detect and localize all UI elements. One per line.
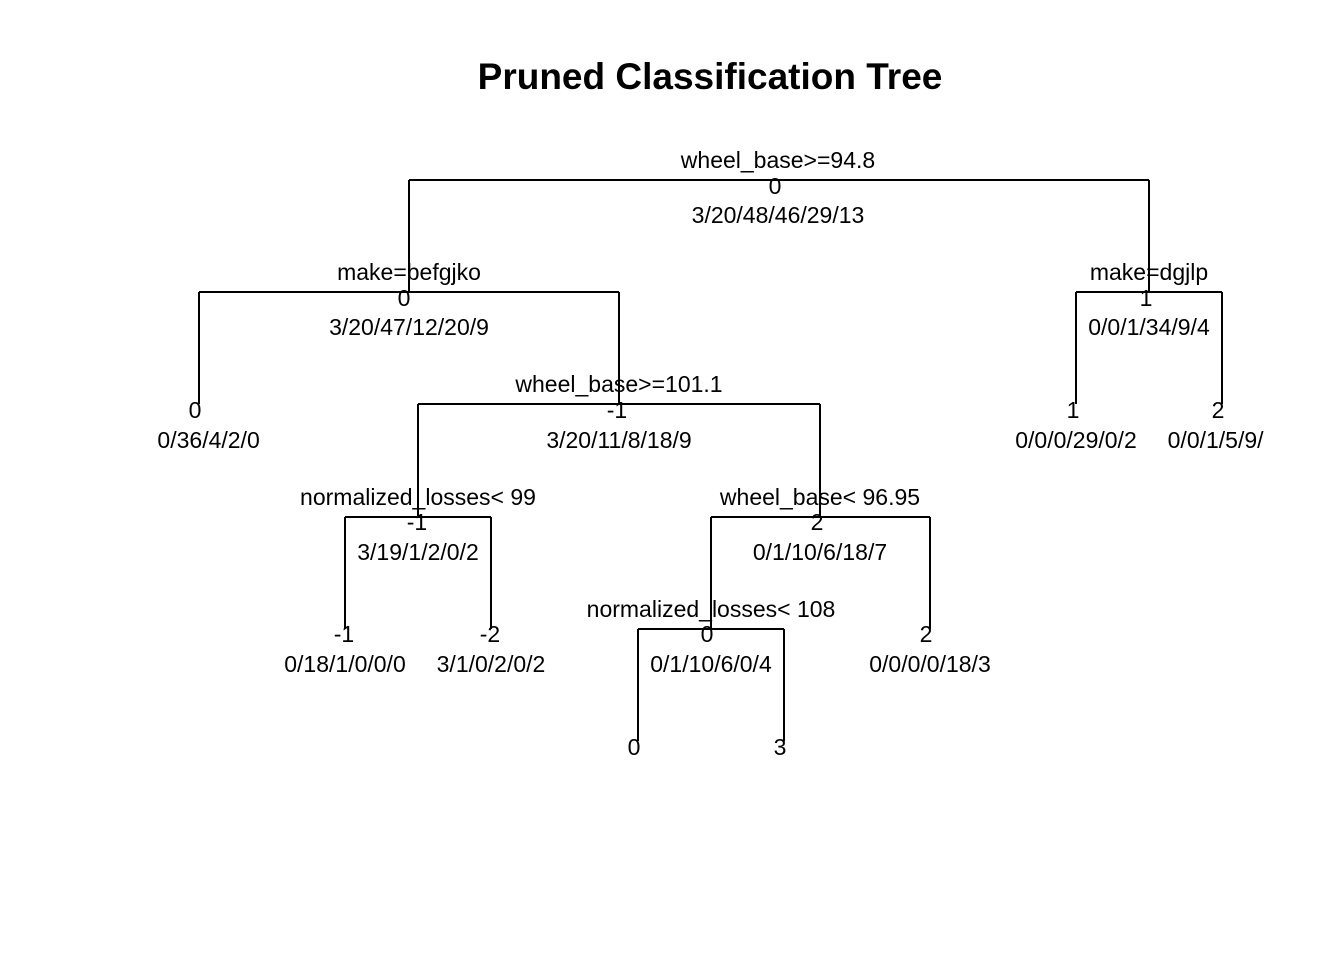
node-n5-class: -1 bbox=[607, 397, 627, 423]
node-n10-counts: 3/19/1/2/0/2 bbox=[357, 539, 479, 565]
node-n5-split: wheel_base>=101.1 bbox=[514, 371, 722, 397]
node-n4-counts: 0/0/36/4/2/0 bbox=[138, 427, 260, 453]
node-n6-counts: 0/0/0/29/0/2 bbox=[1015, 427, 1137, 453]
node-n3-class: 1 bbox=[1140, 285, 1153, 311]
node-n2-split: make=befgjko bbox=[337, 259, 481, 285]
node-n3-counts: 0/0/1/34/9/4 bbox=[1088, 314, 1210, 340]
node-n7-class: 2 bbox=[1212, 397, 1225, 423]
node-n20-counts: 0/18/1/0/0/0 bbox=[284, 651, 406, 677]
node-n10-split: normalized_losses< 99 bbox=[300, 484, 536, 510]
node-n21-counts: 3/1/0/2/0/2 bbox=[437, 651, 546, 677]
node-root-class: 0 bbox=[769, 173, 782, 199]
node-n22-class: 0 bbox=[701, 621, 714, 647]
node-n22-split: normalized_losses< 108 bbox=[587, 596, 836, 622]
node-n11-class: 2 bbox=[811, 509, 824, 535]
node-n11-counts: 0/1/10/6/18/7 bbox=[753, 539, 887, 565]
node-root-counts: 3/20/48/46/29/13 bbox=[692, 202, 865, 228]
node-n3-split: make=dgjlp bbox=[1090, 259, 1208, 285]
node-n44-class: 0 bbox=[628, 734, 641, 760]
node-n6-class: 1 bbox=[1067, 397, 1080, 423]
node-n21-class: -2 bbox=[480, 621, 500, 647]
node-n10-class: -1 bbox=[407, 509, 427, 535]
node-n7-counts: 0/0/1/5/9/2 bbox=[1168, 427, 1277, 453]
node-n22-counts: 0/1/10/6/0/4 bbox=[650, 651, 772, 677]
node-n23-class: 2 bbox=[920, 621, 933, 647]
tree-labels: wheel_base>=94.8 0 3/20/48/46/29/13 make… bbox=[138, 147, 1277, 760]
node-n23-counts: 0/0/0/0/18/3 bbox=[869, 651, 991, 677]
plot-title: Pruned Classification Tree bbox=[477, 56, 943, 97]
node-n2-class: 0 bbox=[398, 285, 411, 311]
tree-edges bbox=[198, 179, 1223, 741]
node-n45-class: 3 bbox=[774, 734, 787, 760]
node-root-split: wheel_base>=94.8 bbox=[680, 147, 875, 173]
node-n20-class: -1 bbox=[334, 621, 354, 647]
node-n4-class: 0 bbox=[189, 397, 202, 423]
node-n11-split: wheel_base< 96.95 bbox=[719, 484, 920, 510]
node-n5-counts: 3/20/11/8/18/9 bbox=[546, 427, 691, 453]
node-n2-counts: 3/20/47/12/20/9 bbox=[329, 314, 489, 340]
